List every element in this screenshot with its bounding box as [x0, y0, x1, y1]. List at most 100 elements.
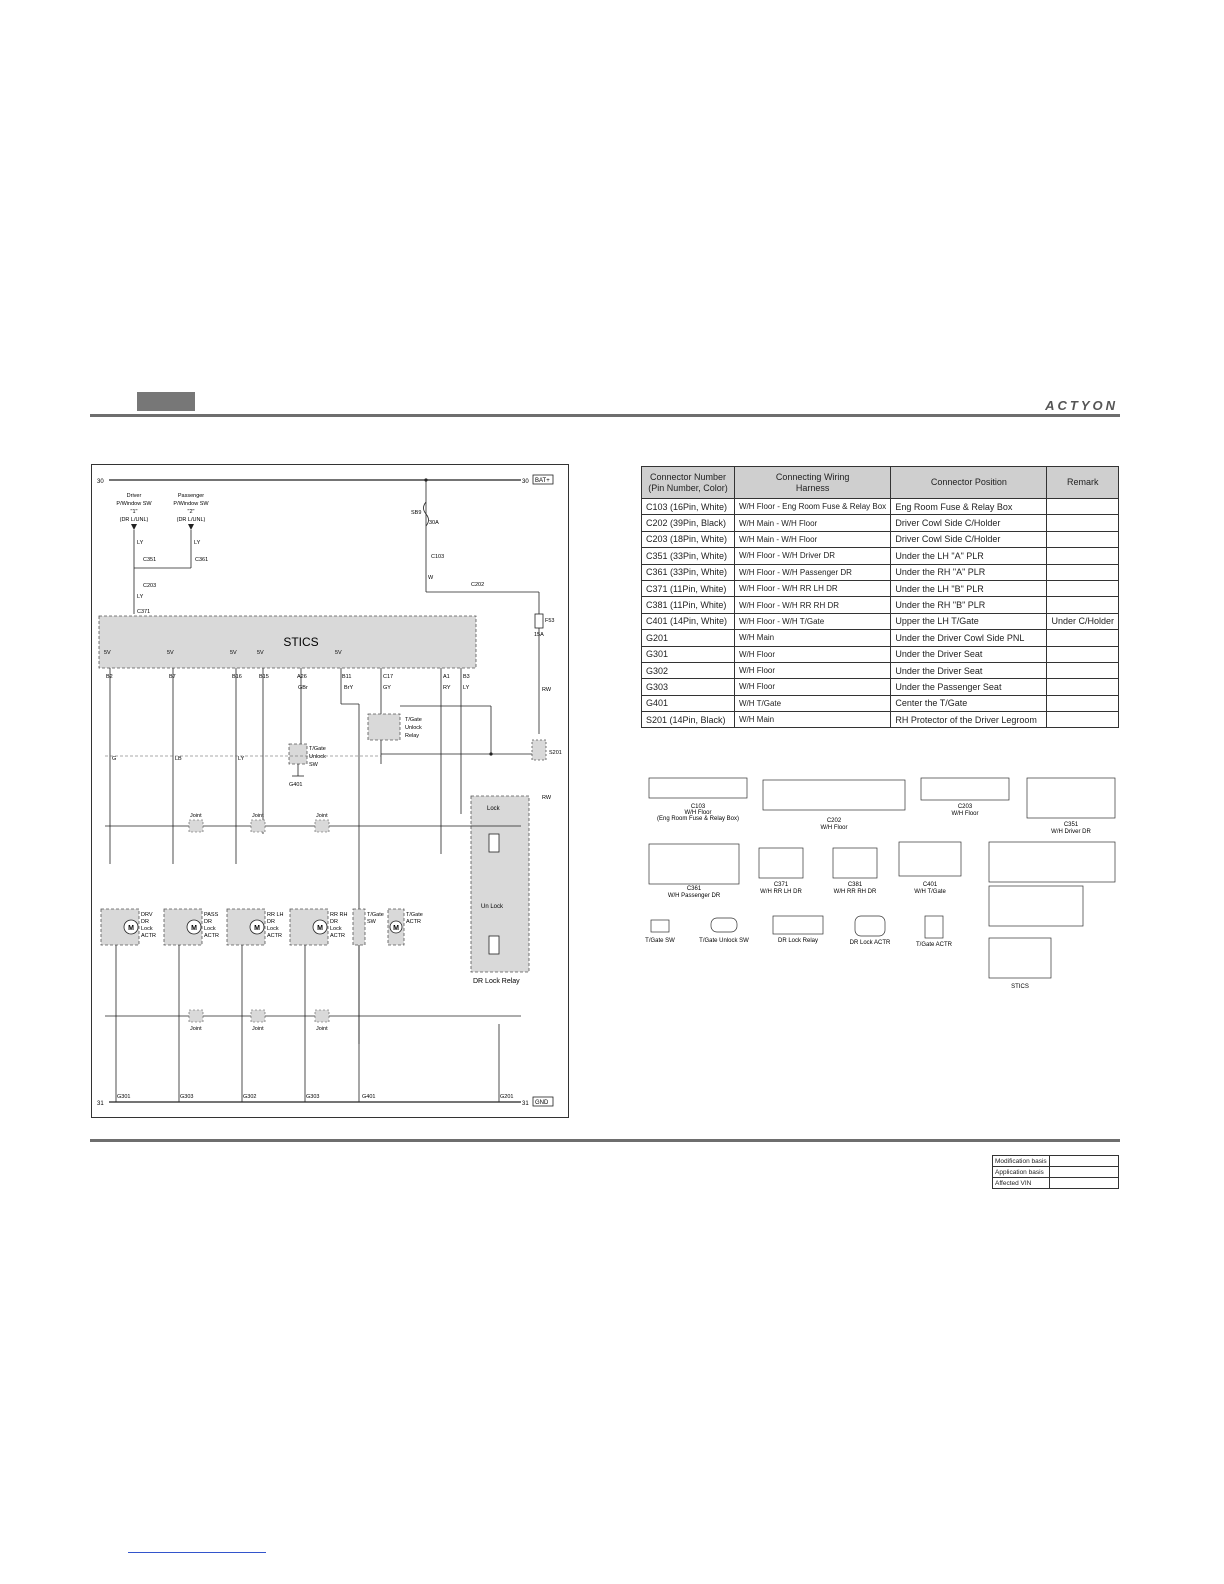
header-rule	[90, 414, 1120, 417]
cell-remark	[1046, 497, 1119, 516]
cell-remark	[1046, 514, 1119, 532]
joint-label-5: Joint	[252, 1026, 264, 1032]
svg-text:B11: B11	[342, 674, 351, 680]
joint-label-1: Joint	[190, 813, 202, 819]
svg-text:LY: LY	[194, 540, 201, 546]
svg-text:ACTR: ACTR	[267, 933, 282, 939]
svg-text:C202: C202	[471, 582, 484, 588]
svg-text:GY: GY	[383, 685, 391, 691]
cell-connector: G201	[641, 629, 735, 647]
module-pin-labels: 5V 5V 5V 5V 5V B2 B7 B16 B15 A26 B11 C17…	[104, 650, 470, 762]
svg-text:SW: SW	[367, 919, 377, 925]
wiring-diagram: 30 30 BAT+ 31 31 GND Driver P/Window SW …	[91, 464, 569, 1118]
cell-remark	[1046, 694, 1119, 713]
mod-basis-value	[1049, 1155, 1119, 1167]
svg-text:ACTR: ACTR	[330, 933, 345, 939]
svg-text:B7: B7	[169, 674, 176, 680]
wiring-svg: 30 30 BAT+ 31 31 GND Driver P/Window SW …	[91, 464, 569, 1118]
switch-1-line-2: P/Window SW	[116, 501, 152, 507]
svg-text:C371: C371	[774, 882, 789, 888]
svg-text:RW: RW	[542, 687, 552, 693]
svg-text:C361: C361	[195, 557, 208, 563]
cell-connector: C351 (33Pin, White)	[641, 547, 735, 565]
unlock-sw-label-3: SW	[309, 762, 319, 768]
cell-harness: W/H Floor - Eng Room Fuse & Relay Box	[733, 497, 892, 516]
table-row: C381 (11Pin, White)W/H Floor - W/H RR RH…	[641, 596, 1119, 614]
cell-connector: S201 (14Pin, Black)	[641, 711, 735, 729]
svg-text:BrY: BrY	[344, 685, 354, 691]
joint-label-3: Joint	[316, 813, 328, 819]
table-row: C103 (16Pin, White)W/H Floor - Eng Room …	[641, 497, 1119, 516]
cell-connector: C203 (18Pin, White)	[641, 530, 735, 549]
switch-1-line-4: (DR L/UNL)	[120, 517, 149, 523]
svg-text:ACTR: ACTR	[141, 933, 156, 939]
svg-text:C203: C203	[143, 583, 156, 589]
footer-rule	[90, 1139, 1120, 1142]
cell-connector: G303	[641, 678, 735, 696]
cell-remark	[1046, 645, 1119, 663]
cell-position: Eng Room Fuse & Relay Box	[890, 497, 1048, 516]
gnd-terminal: GND	[535, 1100, 549, 1106]
cell-remark: Under C/Holder	[1046, 612, 1119, 631]
svg-text:W/H RR LH DR: W/H RR LH DR	[760, 889, 802, 895]
switch-1-line-1: Driver	[127, 493, 142, 499]
fuse-sb9-rating: 30A	[429, 520, 439, 526]
footer-link[interactable]	[128, 1552, 266, 1553]
svg-text:G: G	[112, 756, 116, 762]
switch-2-line-4: (DR L/UNL)	[177, 517, 206, 523]
svg-text:G201: G201	[500, 1094, 513, 1100]
svg-text:B3: B3	[463, 674, 470, 680]
top-rail-right: 30	[522, 479, 529, 485]
svg-text:LY: LY	[137, 594, 144, 600]
cell-harness: W/H Floor	[733, 661, 892, 680]
svg-text:C361: C361	[687, 886, 702, 892]
svg-text:M: M	[393, 925, 399, 932]
svg-text:LY: LY	[463, 685, 470, 691]
svg-text:Lock: Lock	[267, 926, 279, 932]
fuse-f53: F53	[545, 618, 554, 624]
cell-connector: C401 (14Pin, White)	[641, 612, 735, 631]
unlock-relay-label-2: Unlock	[405, 725, 422, 731]
table-row: C351 (33Pin, White)W/H Floor - W/H Drive…	[641, 547, 1119, 565]
cell-position: Driver Cowl Side C/Holder	[890, 530, 1048, 549]
svg-text:G401: G401	[289, 782, 302, 788]
cell-connector: G401	[641, 694, 735, 713]
svg-text:A1: A1	[443, 674, 450, 680]
svg-text:DR: DR	[141, 919, 149, 925]
svg-text:A26: A26	[297, 674, 307, 680]
cell-remark	[1046, 711, 1119, 729]
dr-lock-relay-label: DR Lock Relay	[473, 978, 520, 985]
top-rail-left: 30	[97, 479, 104, 485]
cell-remark	[1046, 530, 1119, 549]
svg-text:G303: G303	[306, 1094, 319, 1100]
svg-text:M: M	[254, 925, 260, 932]
unlock-relay-label-1: T/Gate	[405, 717, 422, 723]
svg-text:C103: C103	[431, 554, 444, 560]
cell-position: Under the Driver Cowl Side PNL	[890, 629, 1048, 647]
switch-2-line-3: "2"	[188, 509, 195, 515]
svg-text:C351: C351	[143, 557, 156, 563]
cell-connector: C202 (39Pin, Black)	[641, 514, 735, 532]
modification-table: Modification basis Application basis Aff…	[992, 1155, 1119, 1189]
svg-text:G302: G302	[243, 1094, 256, 1100]
cell-position: RH Protector of the Driver Legroom	[890, 711, 1048, 729]
svg-text:M: M	[317, 925, 323, 932]
svg-text:Lock: Lock	[330, 926, 342, 932]
switch-2-line-1: Passenger	[178, 493, 204, 499]
svg-text:LY: LY	[137, 540, 144, 546]
bottom-rail-right: 31	[522, 1101, 529, 1107]
svg-text:M: M	[128, 925, 134, 932]
svg-text:B16: B16	[232, 674, 242, 680]
cell-harness: W/H Main	[733, 629, 892, 647]
cell-harness: W/H Main	[733, 711, 892, 729]
cell-connector: G302	[641, 661, 735, 680]
svg-text:DRV: DRV	[141, 912, 153, 918]
svg-text:W/H T/Gate: W/H T/Gate	[914, 889, 946, 895]
unlock-relay-label-3: Relay	[405, 733, 419, 739]
stics-title: STICS	[283, 635, 318, 649]
svg-text:5V: 5V	[335, 650, 342, 656]
cell-remark	[1046, 629, 1119, 647]
